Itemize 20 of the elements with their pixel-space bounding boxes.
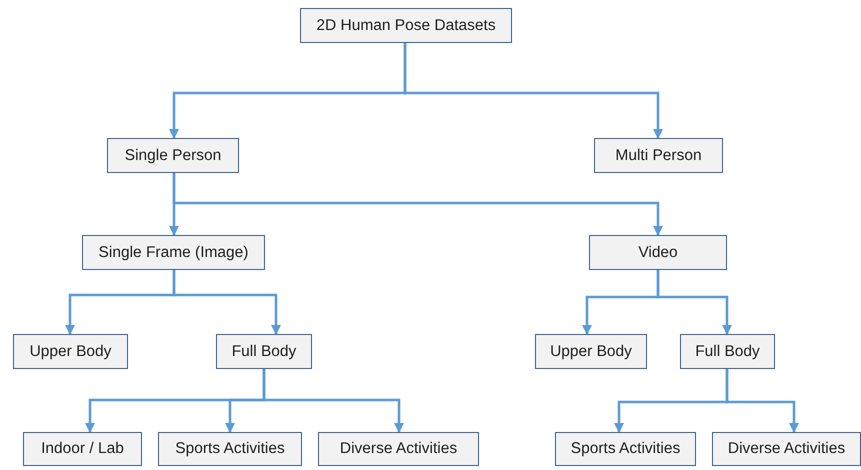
category-box: 2D Human Pose Datasets xyxy=(300,8,512,43)
category-box: Full Body xyxy=(216,334,312,369)
connector-arrow xyxy=(262,369,404,433)
connector-arrow xyxy=(172,270,281,335)
category-box: Single Frame (Image) xyxy=(82,235,265,270)
category-box: Upper Body xyxy=(535,334,647,369)
category-box: Full Body xyxy=(680,334,775,369)
category-box: Sports Activities xyxy=(158,432,302,466)
category-box: Indoor / Lab xyxy=(23,432,142,466)
category-box: Multi Person xyxy=(594,138,723,173)
connector-arrow xyxy=(656,270,732,335)
connector-arrow xyxy=(404,43,663,139)
category-box: Upper Body xyxy=(13,334,128,369)
category-box: Diverse Activities xyxy=(318,432,479,466)
category-box: Single Person xyxy=(107,138,239,173)
connector-arrow xyxy=(726,369,799,433)
connector-arrow xyxy=(172,173,663,236)
category-box: Video xyxy=(589,235,727,270)
category-box: Sports Activities xyxy=(555,432,696,466)
category-box: Diverse Activities xyxy=(712,432,861,466)
